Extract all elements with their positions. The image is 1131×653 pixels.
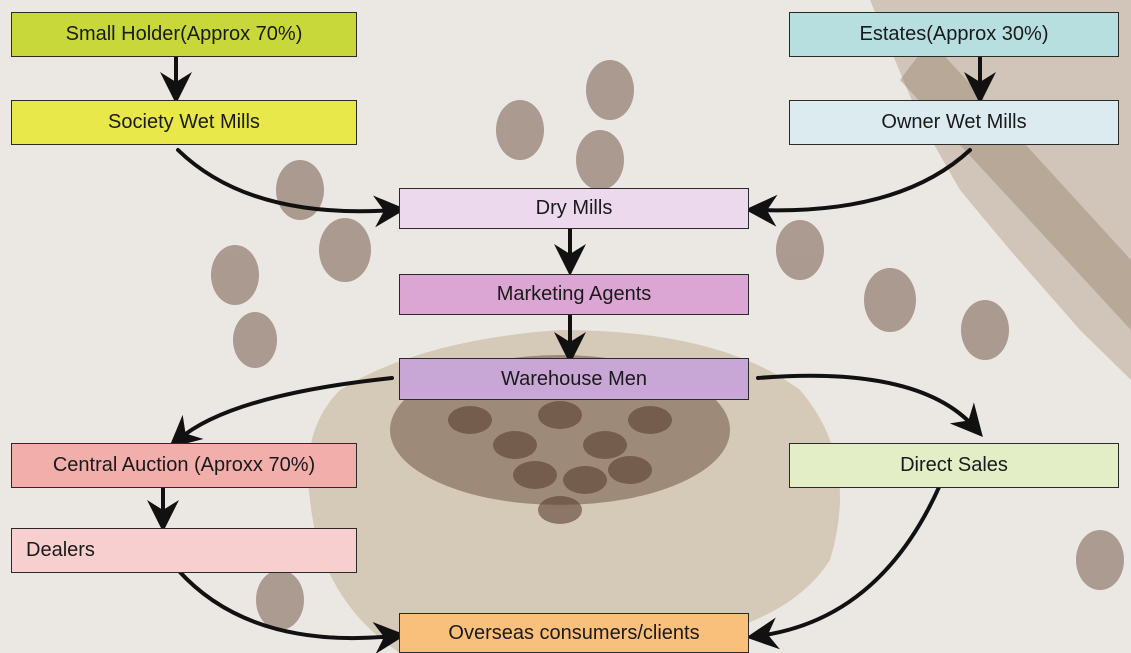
node-owner-wet-mills-label: Owner Wet Mills xyxy=(881,111,1027,133)
node-central-auction: Central Auction (Aproxx 70%) xyxy=(11,443,357,488)
node-direct-sales-label: Direct Sales xyxy=(900,454,1008,476)
node-warehouse-men: Warehouse Men xyxy=(399,358,749,400)
node-small-holder: Small Holder(Approx 70%) xyxy=(11,12,357,57)
node-estates: Estates(Approx 30%) xyxy=(789,12,1119,57)
node-overseas: Overseas consumers/clients xyxy=(399,613,749,653)
arrow-society-wet-mills-to-dry-mills xyxy=(176,148,406,228)
arrow-warehouse-men-to-direct-sales xyxy=(756,373,983,438)
node-owner-wet-mills: Owner Wet Mills xyxy=(789,100,1119,145)
node-marketing-agents-label: Marketing Agents xyxy=(496,283,652,305)
node-small-holder-label: Small Holder(Approx 70%) xyxy=(65,23,303,45)
arrow-owner-wet-mills-to-dry-mills xyxy=(745,148,972,227)
node-dry-mills: Dry Mills xyxy=(399,188,749,229)
node-estates-label: Estates(Approx 30%) xyxy=(859,23,1049,45)
node-direct-sales: Direct Sales xyxy=(789,443,1119,488)
arrow-warehouse-men-to-central-auction xyxy=(168,376,394,448)
node-overseas-label: Overseas consumers/clients xyxy=(448,621,700,644)
node-marketing-agents: Marketing Agents xyxy=(399,274,749,315)
node-central-auction-label: Central Auction (Aproxx 70%) xyxy=(52,454,316,476)
node-society-wet-mills: Society Wet Mills xyxy=(11,100,357,145)
node-dealers-label: Dealers xyxy=(26,539,95,561)
node-dry-mills-label: Dry Mills xyxy=(535,197,613,219)
arrow-dealers-to-overseas xyxy=(176,568,406,653)
node-warehouse-men-label: Warehouse Men xyxy=(501,367,647,390)
arrow-direct-sales-to-overseas xyxy=(746,483,942,650)
node-dealers: Dealers xyxy=(11,528,357,573)
node-society-wet-mills-label: Society Wet Mills xyxy=(108,111,260,133)
